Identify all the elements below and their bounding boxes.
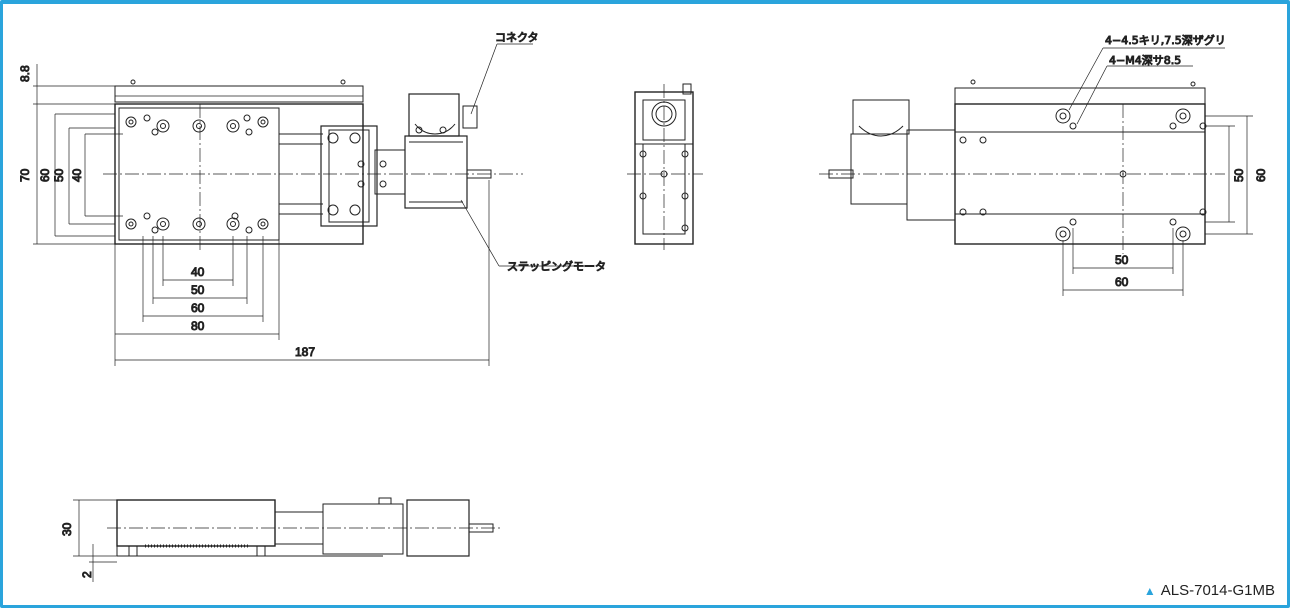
- dim-h40: 40: [191, 265, 205, 279]
- dim-side-h60: 60: [1115, 275, 1129, 289]
- dim-v50: 50: [52, 168, 66, 182]
- label-connector: コネクタ: [495, 31, 539, 44]
- dim-h80: 80: [191, 319, 205, 333]
- dim-top-gap: 8.8: [18, 65, 32, 82]
- front-view: [627, 83, 703, 250]
- side-view: [73, 497, 503, 582]
- dim-h50: 50: [191, 283, 205, 297]
- label-motor: ステッピングモータ: [507, 259, 606, 273]
- bottom-view: [819, 47, 1253, 296]
- triangle-icon: ▲: [1143, 583, 1156, 598]
- dim-side-h50: 50: [1115, 253, 1129, 267]
- dim-v40: 40: [70, 168, 84, 182]
- top-view: [33, 43, 593, 366]
- dim-height30: 30: [60, 522, 74, 536]
- label-counterbore: 4−4.5キリ,7.5深ザグリ: [1105, 33, 1226, 47]
- dim-gap2: 2: [80, 571, 94, 578]
- label-tapped: 4−M4深サ8.5: [1109, 54, 1181, 67]
- dim-side-v60: 60: [1254, 168, 1268, 182]
- model-caption: ▲ ALS-7014-G1MB: [1144, 582, 1275, 599]
- dim-v70: 70: [18, 168, 32, 182]
- dim-h60: 60: [191, 301, 205, 315]
- dim-side-v50: 50: [1232, 168, 1246, 182]
- dim-v60: 60: [38, 168, 52, 182]
- dim-h187: 187: [295, 345, 315, 359]
- model-name: ALS-7014-G1MB: [1160, 582, 1275, 599]
- technical-drawing: コネクタ ステッピングモータ 4−4.5キリ,7.5深ザグリ 4−M4深サ8.5…: [18, 31, 1269, 582]
